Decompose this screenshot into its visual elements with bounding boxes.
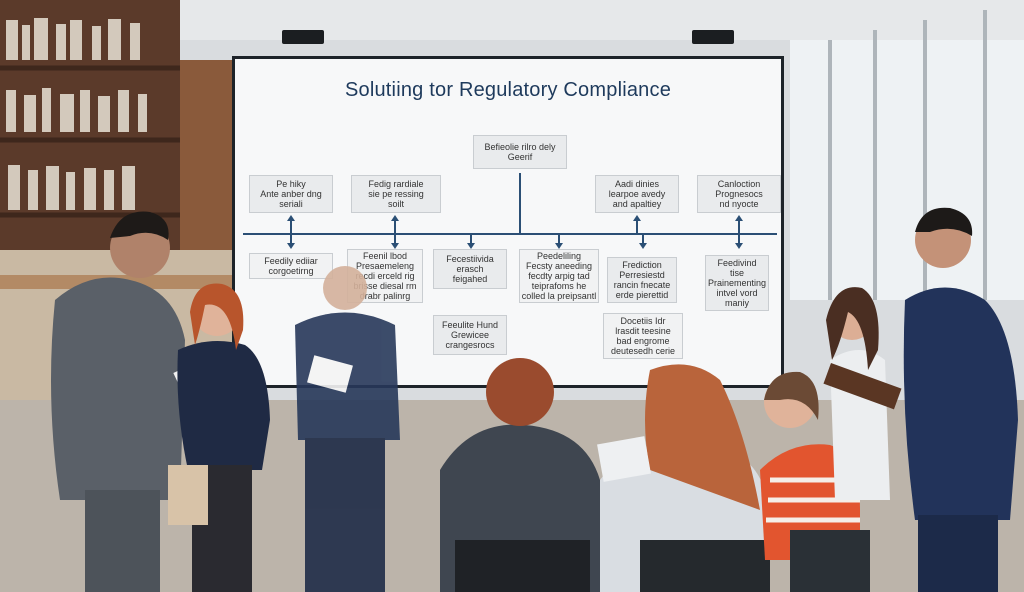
seated-woman-right: [597, 364, 770, 592]
arrow-down-4-shaft: [558, 235, 560, 243]
bookshelf-middle: [180, 60, 232, 250]
seated-woman-center: [440, 358, 605, 592]
upper-box-3: Aadi dinies learpoe avedy and apaltiey: [595, 175, 679, 213]
arrow-up-3: [633, 215, 641, 221]
timeline-axis: [243, 233, 777, 235]
arrow-down-5: [639, 243, 647, 249]
upper-box-4-text: Canloction Prognesocs nd nyocte: [715, 179, 763, 209]
arrow-down-1: [287, 243, 295, 249]
arrow-up-4: [735, 215, 743, 221]
arrow-down-3-shaft: [470, 235, 472, 243]
arrow-down-6-shaft: [738, 235, 740, 243]
lower-item-6-text: Feedivind tise Prainementing intvel vord…: [707, 258, 767, 308]
projector-right: [692, 30, 734, 44]
arrow-up-1: [287, 215, 295, 221]
lower-item-4: Peedeliling Fecsty aneeding fecdty arpig…: [519, 249, 599, 303]
lower-item-1-text: Feedily ediiar corgoetirng: [264, 256, 318, 276]
arrow-down-3: [467, 243, 475, 249]
bottom-box-1-text: Feeulite Hund Grewicee crangesrocs: [441, 320, 499, 350]
lower-item-4-text: Peedeliling Fecsty aneeding fecdty arpig…: [521, 251, 597, 301]
timeline-top-box-text: Befieolie rilro dely Geerif: [484, 142, 556, 162]
arrow-down-2-shaft: [394, 235, 396, 243]
bottom-box-1: Feeulite Hund Grewicee crangesrocs: [433, 315, 507, 355]
arrow-down-4: [555, 243, 563, 249]
man-center: [295, 266, 400, 592]
presenter-right: [823, 207, 1018, 592]
upper-box-3-text: Aadi dinies learpoe avedy and apaltiey: [608, 179, 666, 209]
woman-left: [168, 283, 270, 592]
arrow-up-2: [391, 215, 399, 221]
bottom-box-2-text: Docetiis Idr lrasdit teesine bad engrome…: [610, 316, 676, 356]
lower-item-3-text: Fecestiivida erasch feigahed: [446, 254, 494, 284]
arrow-up-1-shaft: [290, 219, 292, 233]
lower-item-6: Feedivind tise Prainementing intvel vord…: [705, 255, 769, 311]
lower-item-3: Fecestiivida erasch feigahed: [433, 249, 507, 289]
lower-item-1: Feedily ediiar corgoetirng: [249, 253, 333, 279]
arrow-down-2: [391, 243, 399, 249]
upper-box-1: Pe hiky Ante anber dng seriali: [249, 175, 333, 213]
arrow-down-5-shaft: [642, 235, 644, 243]
arrow-up-2-shaft: [394, 219, 396, 233]
timeline-top-box: Befieolie rilro dely Geerif: [473, 135, 567, 169]
bookshelf-books: [6, 18, 147, 210]
bottom-box-2: Docetiis Idr lrasdit teesine bad engrome…: [603, 313, 683, 359]
upper-box-1-text: Pe hiky Ante anber dng seriali: [260, 179, 322, 209]
projector-left: [282, 30, 324, 44]
lower-item-5: Frediction Perresiestd rancin fnecate er…: [607, 257, 677, 303]
arrow-up-3-shaft: [636, 219, 638, 233]
arrow-down-1-shaft: [290, 235, 292, 243]
lower-item-5-text: Frediction Perresiestd rancin fnecate er…: [613, 260, 671, 300]
arrow-up-4-shaft: [738, 219, 740, 233]
slide-title: Solutiing tor Regulatory Compliance: [344, 79, 672, 101]
upper-box-4: Canloction Prognesocs nd nyocte: [697, 175, 781, 213]
upper-box-2-text: Fedig rardiale sie pe ressing soilt: [368, 179, 424, 209]
upper-box-2: Fedig rardiale sie pe ressing soilt: [351, 175, 441, 213]
arrow-down-6: [735, 243, 743, 249]
timeline-stem: [519, 173, 521, 233]
